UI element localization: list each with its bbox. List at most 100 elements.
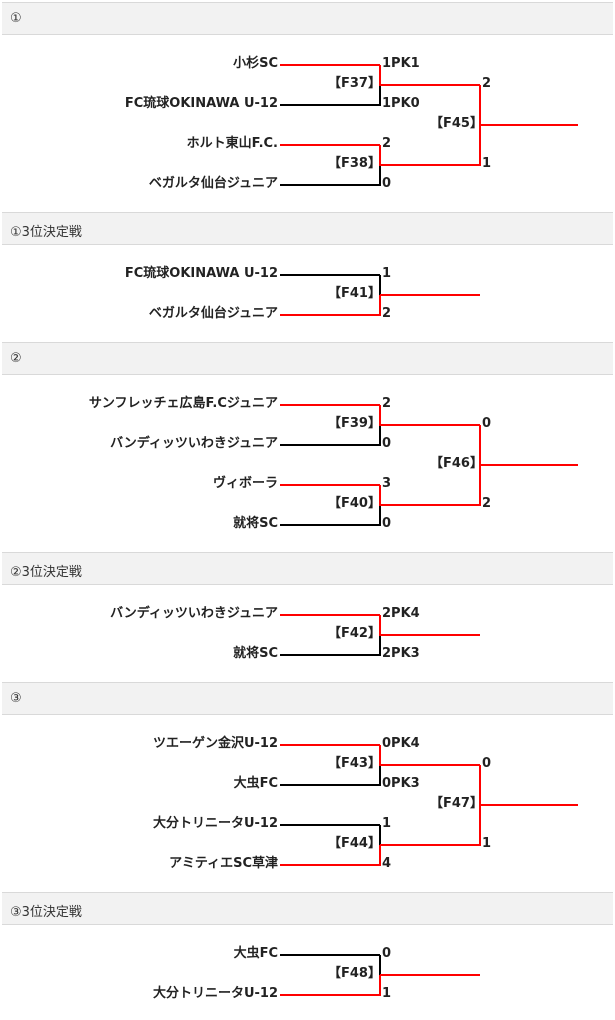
section-title: ①3位決定戦 [10, 225, 82, 240]
bracket-line [379, 145, 381, 166]
team-name[interactable]: バンディッツいわきジュニア [110, 436, 278, 451]
bracket-line [479, 465, 481, 506]
score-label: 1 [482, 156, 492, 171]
bracket-line [479, 805, 481, 846]
bracket-line [280, 614, 380, 616]
match-label: 【F43】 [328, 756, 381, 771]
section-header: ② [2, 342, 613, 375]
score-label: 4 [382, 856, 392, 871]
bracket-line [280, 184, 380, 186]
bracket-line [379, 615, 381, 636]
bracket-line [379, 975, 381, 996]
team-name[interactable]: ベガルタ仙台ジュニア [148, 306, 278, 321]
team-name[interactable]: 小杉SC [233, 56, 278, 71]
team-name[interactable]: サンフレッチェ広島F.Cジュニア [88, 396, 278, 411]
score-label: 1 [482, 836, 492, 851]
bracket-line [379, 506, 381, 526]
team-name[interactable]: FC琉球OKINAWA U-12 [124, 266, 278, 281]
score-label: 2 [382, 396, 392, 411]
bracket-line [479, 425, 481, 465]
match-label: 【F37】 [328, 76, 381, 91]
bracket-line [379, 636, 381, 656]
bracket-line [379, 86, 381, 106]
team-name[interactable]: FC琉球OKINAWA U-12 [124, 96, 278, 111]
score-label: 0PK4 [382, 736, 420, 751]
team-name[interactable]: バンディッツいわきジュニア [110, 606, 278, 621]
team-name[interactable]: 大分トリニータU-12 [152, 986, 278, 1001]
section-title: ① [10, 11, 22, 26]
match-label: 【F40】 [328, 496, 381, 511]
team-name[interactable]: ヴィボーラ [212, 476, 278, 491]
score-label: 2PK3 [382, 646, 420, 661]
score-label: 2PK4 [382, 606, 420, 621]
team-name[interactable]: 就将SC [233, 646, 278, 661]
match-label: 【F41】 [328, 286, 381, 301]
bracket-line [280, 314, 380, 316]
score-label: 1PK0 [382, 96, 420, 111]
score-label: 2 [482, 496, 492, 511]
team-name[interactable]: 大虫FC [233, 946, 278, 961]
score-label: 0 [482, 756, 492, 771]
section-header: ②3位決定戦 [2, 552, 613, 585]
team-name[interactable]: 大虫FC [233, 776, 278, 791]
bracket-line [280, 954, 380, 956]
bracket-line [280, 274, 380, 276]
score-label: 1 [382, 266, 392, 281]
section-header: ③3位決定戦 [2, 892, 613, 925]
bracket-line [380, 764, 480, 766]
team-name[interactable]: ベガルタ仙台ジュニア [148, 176, 278, 191]
match-label: 【F46】 [430, 456, 483, 471]
bracket-line [379, 295, 381, 316]
match-label: 【F42】 [328, 626, 381, 641]
section-header: ① [2, 2, 613, 35]
bracket-line [380, 844, 480, 846]
score-label: 0 [382, 436, 392, 451]
bracket-line [280, 404, 380, 406]
score-label: 1PK1 [382, 56, 420, 71]
section-title: ② [10, 351, 22, 366]
bracket-line [379, 485, 381, 506]
match-label: 【F48】 [328, 966, 381, 981]
bracket-line [479, 85, 481, 126]
bracket-line [379, 745, 381, 766]
bracket-line [280, 104, 380, 106]
bracket-line [379, 955, 381, 975]
bracket-line [379, 405, 381, 426]
section-title: ②3位決定戦 [10, 565, 82, 580]
score-label: 0 [482, 416, 492, 431]
team-name[interactable]: アミティエSC草津 [169, 856, 278, 871]
bracket-line [280, 654, 380, 656]
bracket-line [280, 444, 380, 446]
bracket-line [379, 845, 381, 866]
bracket-line [379, 766, 381, 786]
score-label: 1 [382, 816, 392, 831]
bracket-line [479, 765, 481, 805]
match-label: 【F39】 [328, 416, 381, 431]
score-label: 3 [382, 476, 392, 491]
score-label: 2 [482, 76, 492, 91]
score-label: 0 [382, 516, 392, 531]
score-label: 0 [382, 946, 392, 961]
score-label: 2 [382, 306, 392, 321]
bracket-line [379, 166, 381, 186]
bracket-line [280, 994, 380, 996]
bracket-line [479, 126, 481, 166]
bracket-line [380, 634, 480, 636]
score-label: 0PK3 [382, 776, 420, 791]
bracket-line [280, 824, 380, 826]
bracket-line [280, 144, 380, 146]
team-name[interactable]: 大分トリニータU-12 [152, 816, 278, 831]
bracket-line [480, 464, 578, 466]
section-title: ③3位決定戦 [10, 905, 82, 920]
bracket-line [280, 744, 380, 746]
bracket-line [380, 84, 480, 86]
score-label: 2 [382, 136, 392, 151]
bracket-line [480, 804, 578, 806]
bracket-line [280, 484, 380, 486]
section-header: ③ [2, 682, 613, 715]
team-name[interactable]: 就将SC [233, 516, 278, 531]
team-name[interactable]: ツエーゲン金沢U-12 [152, 736, 278, 751]
team-name[interactable]: ホルト東山F.C. [186, 136, 278, 151]
match-label: 【F38】 [328, 156, 381, 171]
score-label: 0 [382, 176, 392, 191]
